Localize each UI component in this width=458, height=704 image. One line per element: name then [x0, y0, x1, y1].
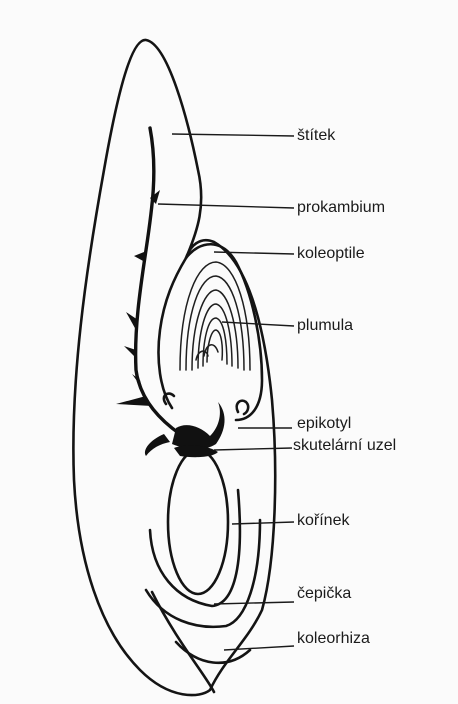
label-koleorhiza: koleorhiza	[297, 630, 370, 648]
label-prokambium: prokambium	[297, 199, 385, 217]
label-skutelarni-uzel: skutelární uzel	[293, 437, 396, 455]
label-epikotyl: epikotyl	[297, 415, 351, 433]
label-cepicka: čepička	[297, 585, 351, 603]
plumula-arcs	[180, 262, 250, 370]
leader-lines	[158, 134, 294, 650]
label-koleoptile: koleoptile	[297, 245, 365, 263]
radicle	[168, 450, 228, 594]
epikotyl-curl	[237, 401, 248, 414]
scutellum-outline	[73, 40, 275, 695]
label-plumula: plumula	[297, 317, 353, 335]
label-stitek: štítek	[297, 127, 335, 145]
coleorhiza-line	[152, 592, 214, 692]
label-korinek: kořínek	[297, 512, 349, 530]
